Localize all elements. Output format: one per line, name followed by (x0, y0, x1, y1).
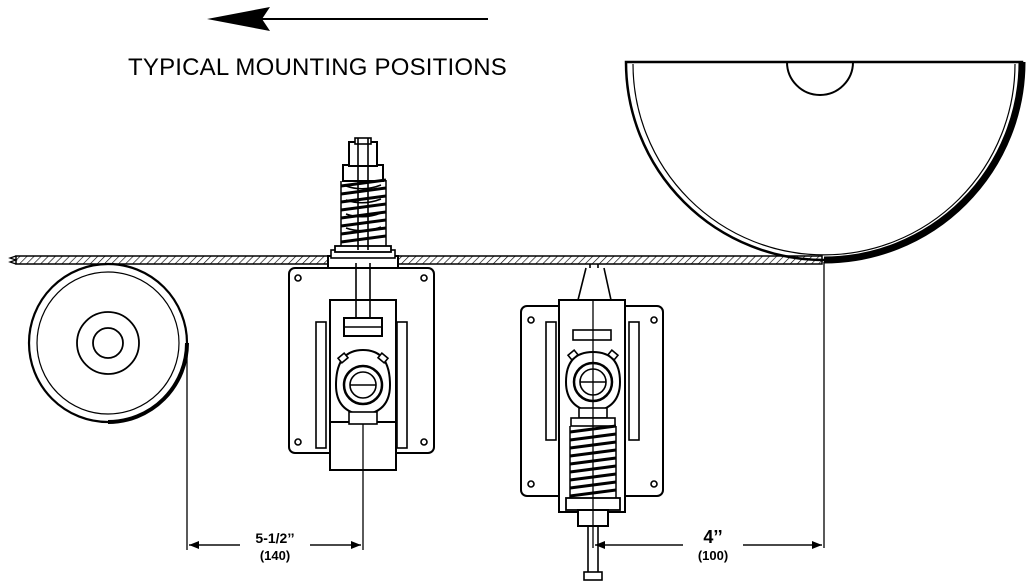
dimension-right: 4’’ (100) (595, 522, 822, 566)
dimension-left: 5-1/2’’ (140) (189, 528, 361, 566)
dimension-left-metric: (140) (260, 548, 290, 563)
dimension-right-metric: (100) (698, 548, 728, 563)
diagram-title: TYPICAL MOUNTING POSITIONS (128, 54, 508, 81)
top-mounted-tensioner (288, 137, 435, 550)
arrow-left-icon (207, 7, 488, 31)
large-drum (624, 60, 1026, 548)
bottom-mounted-tensioner (520, 264, 664, 581)
return-pulley (27, 262, 189, 550)
dimension-right-imperial: 4’’ (703, 527, 722, 547)
conveyor-belt (8, 255, 823, 265)
dimension-left-imperial: 5-1/2’’ (255, 530, 294, 546)
